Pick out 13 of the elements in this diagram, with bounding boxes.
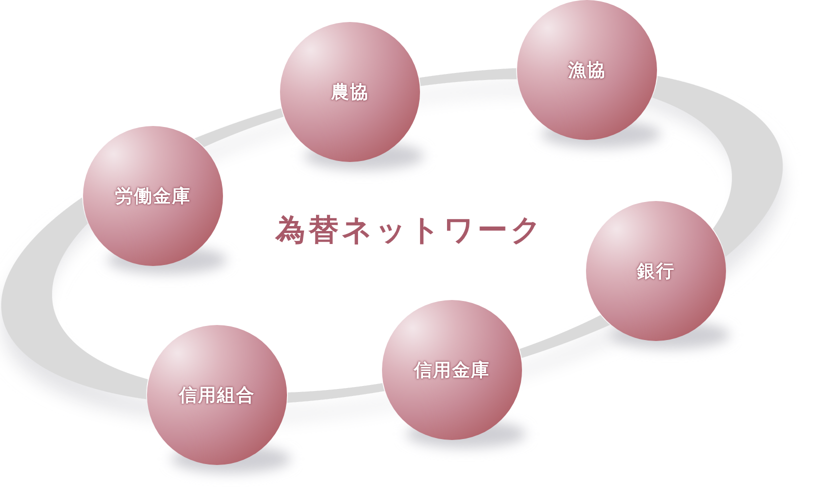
diagram-title: 為替ネットワーク	[276, 212, 544, 250]
ring-connector	[419, 68, 517, 86]
ring-connector	[287, 383, 384, 403]
node-label: 漁協	[568, 59, 606, 82]
ring-connector	[194, 108, 284, 147]
node-label: 労働金庫	[115, 185, 191, 208]
node-label: 農協	[331, 81, 369, 104]
node-label: 銀行	[637, 260, 675, 283]
ring-connector	[1, 198, 148, 400]
ring-connector	[520, 315, 610, 358]
node-label: 信用組合	[179, 384, 255, 407]
ring-connector	[652, 76, 783, 257]
node-label: 信用金庫	[414, 359, 490, 382]
